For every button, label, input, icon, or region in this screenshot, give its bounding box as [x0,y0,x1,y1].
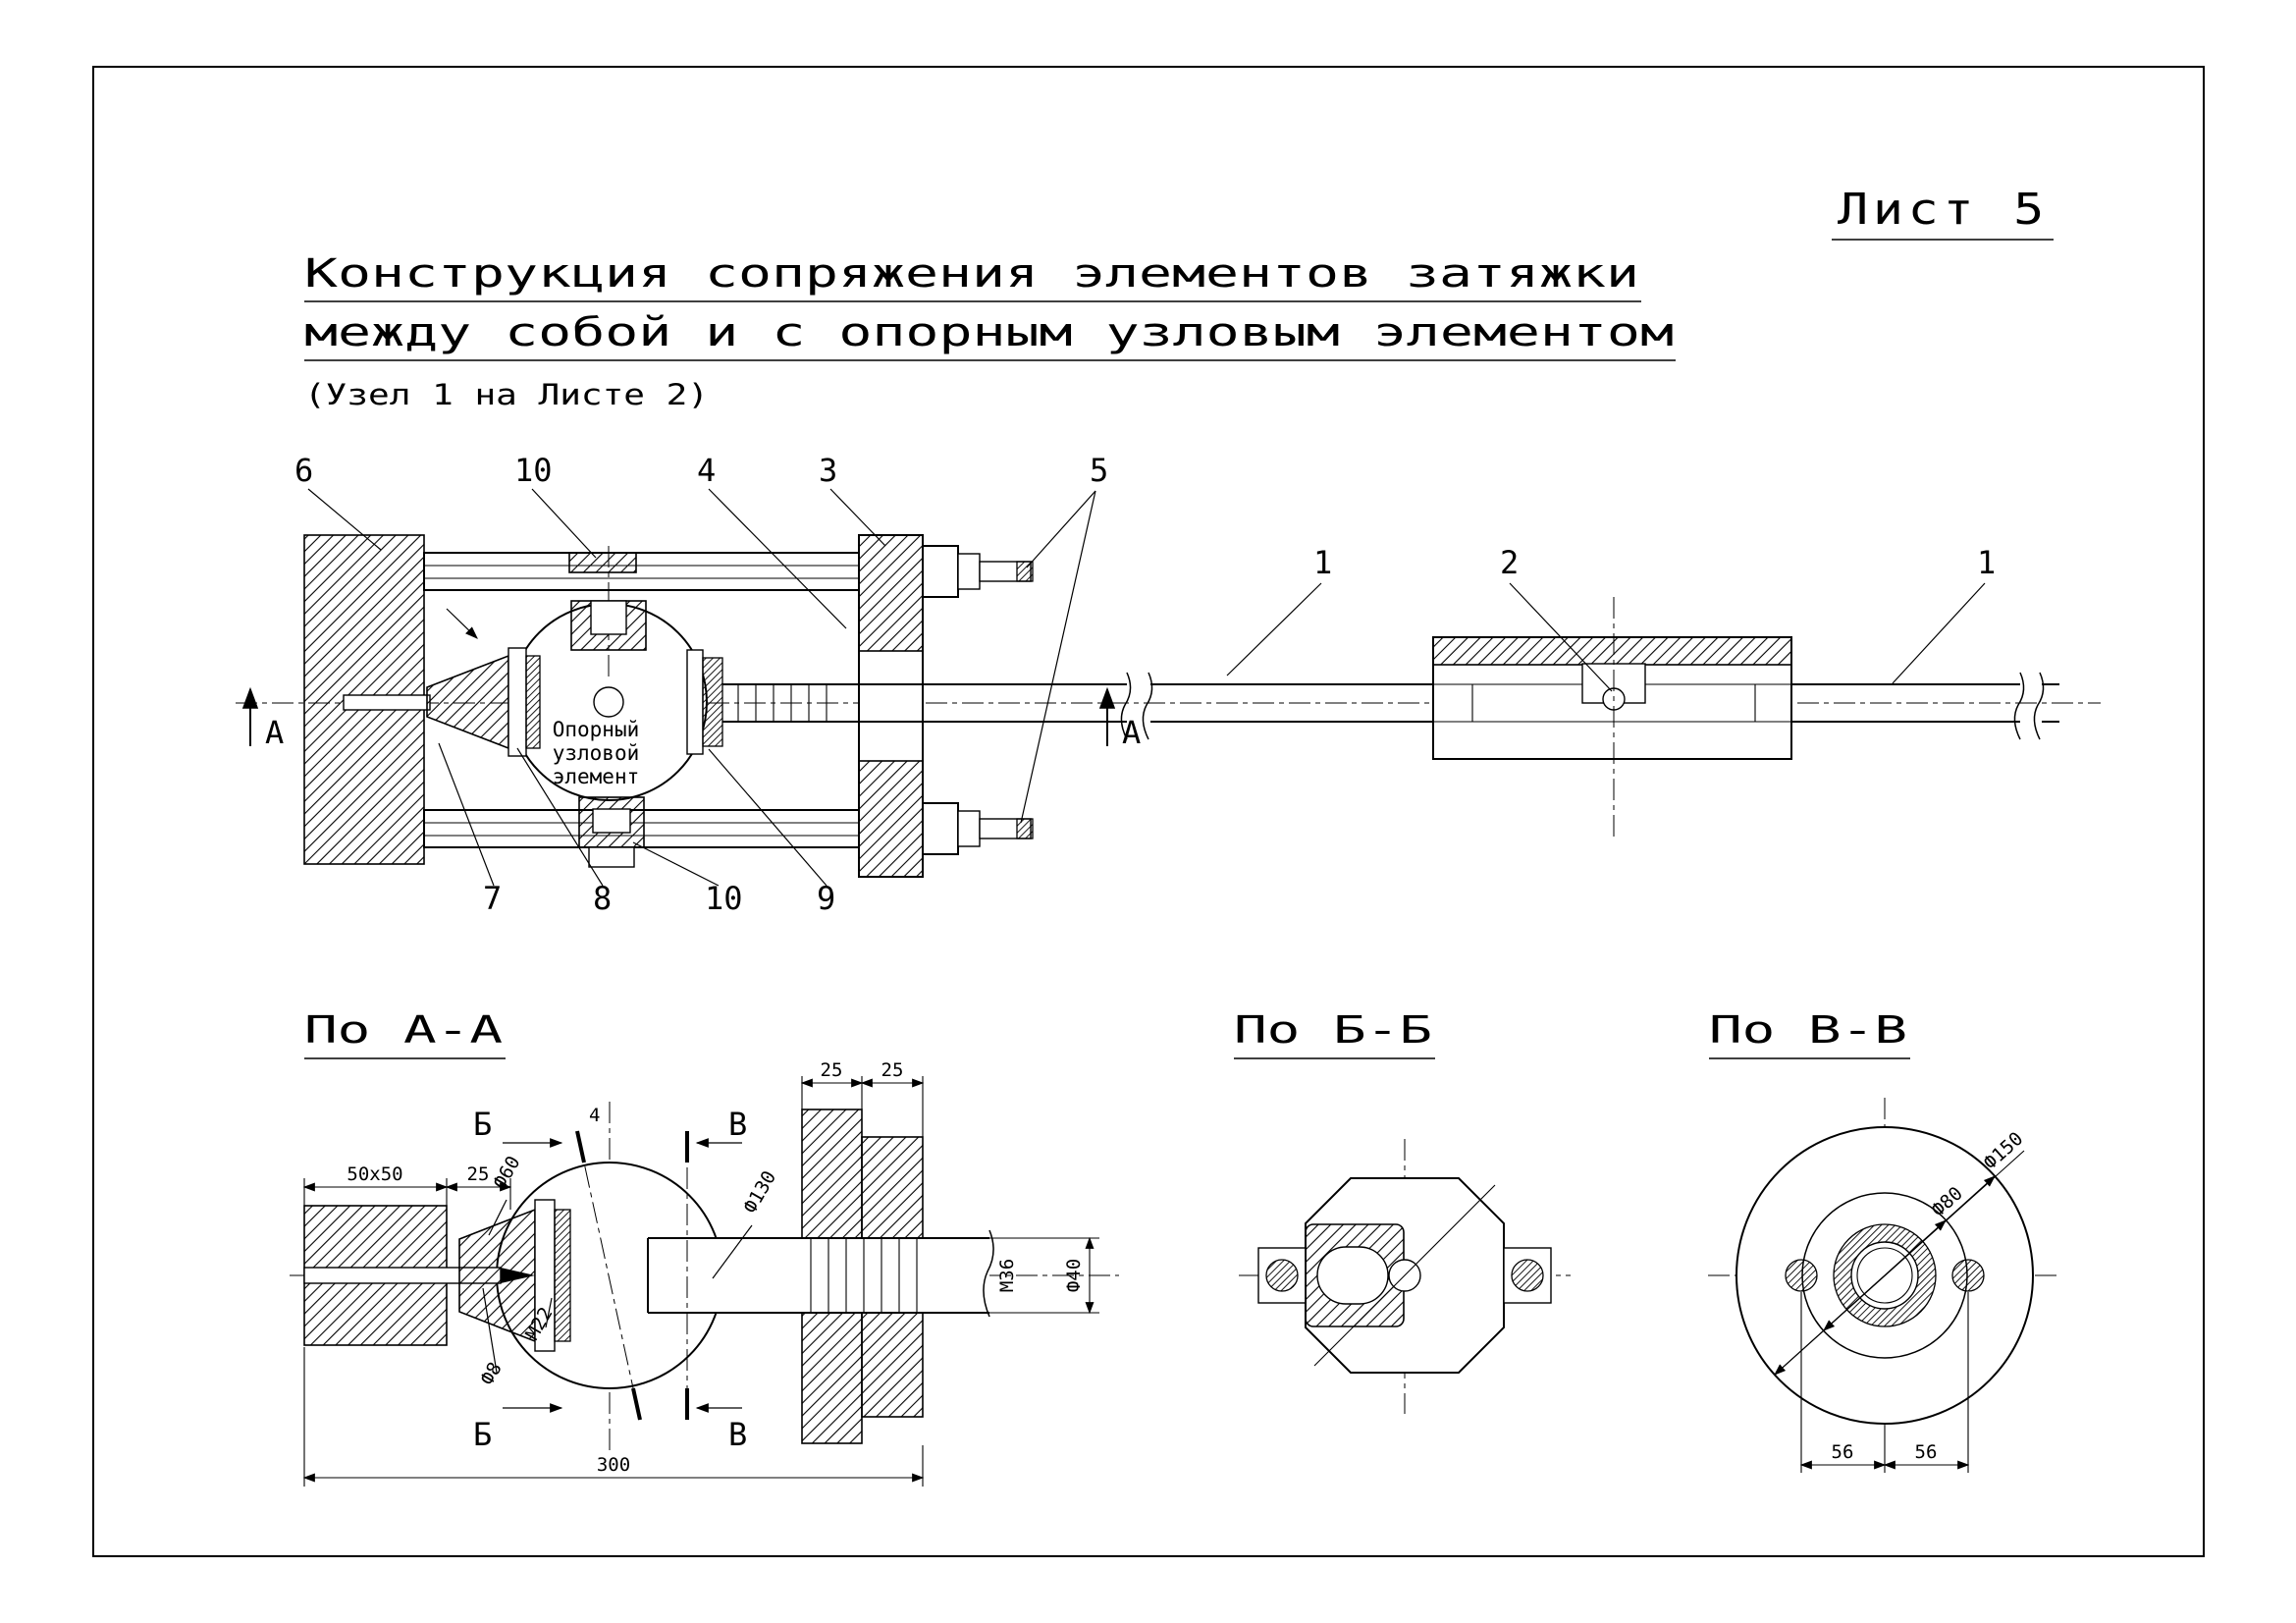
section-a-label-mid: А [1122,714,1141,751]
callout-6: 6 [294,452,313,489]
vv-right-bolt-hole [1951,1259,1985,1292]
callout-9: 9 [817,880,835,917]
aa-wedge-cone [458,1199,571,1352]
callout-8: 8 [593,880,612,917]
callout-5: 5 [1090,452,1108,489]
callout-2: 2 [1500,544,1519,581]
section-vv-view: По В-В Ф80 Ф150 56 56 [1708,1008,2061,1473]
section-a-label-left: А [265,714,284,751]
top-washer-notch [570,600,647,651]
vv-bore-circle [1856,1247,1913,1304]
vv-dim-56-right: 56 [1915,1441,1938,1463]
bb-diagonal-line [1313,1184,1496,1367]
section-a-markers: А А [241,686,1141,751]
rod-thread-ticks [737,684,828,722]
sheet-frame [92,66,2205,1557]
anchor-rod [343,694,431,711]
bottom-washer-notch [578,796,645,868]
section-aa-view: По А-А [290,1008,1119,1487]
support-node: Опорный узловой элемент [509,546,708,868]
drawing-title-line1: Конструкция сопряжения элементов затяжки [304,251,1639,297]
callout-3: 3 [819,452,837,489]
vv-bottom-dimensions: 56 56 [1799,1292,1970,1473]
aa-dim-f60: Ф60 [489,1153,524,1193]
top-bar-washer [568,552,637,573]
aa-dim-f8: Ф8 [476,1359,506,1389]
tie-rod [722,672,1433,740]
aa-dim-300: 300 [597,1454,630,1476]
callout-10-bottom: 10 [705,880,743,917]
bb-right-bolt-hole [1511,1259,1544,1292]
aa-marker-b-top: Б [473,1106,492,1143]
callout-1-right: 1 [1977,544,1996,581]
callouts: 6 10 4 3 5 1 2 1 7 8 10 9 [294,452,1996,917]
main-assembly-view: Опорный узловой элемент [236,452,2101,917]
bottom-nut-assembly [922,802,1034,855]
drawing-title-line2: между собой и с опорным узловым элементо… [304,310,1674,355]
drawing-note: (Узел 1 на Листе 2) [304,378,709,411]
flange-plate [858,534,924,878]
view-aa-title: По А-А [304,1008,503,1052]
cone-pointer-arrow [446,608,478,639]
aa-dim-25-left: 25 [467,1163,490,1185]
vv-dim-f150: Ф150 [1980,1128,2028,1174]
section-bb-view: По Б-Б [1234,1008,1571,1414]
callout-10-top: 10 [514,452,553,489]
header: Лист 5 Конструкция сопряжения элементов … [304,185,2054,411]
node-label-line2: узловой [553,741,640,765]
callout-7: 7 [483,880,502,917]
aa-marker-b-bottom: Б [473,1416,492,1453]
view-bb-title: По Б-Б [1234,1008,1432,1052]
aa-marker-v-top: В [728,1106,747,1143]
rod-break-left [1120,672,1132,740]
aa-dim-50x50: 50x50 [347,1163,402,1185]
rod-break-right [1142,672,1153,740]
callout-1-left: 1 [1313,544,1332,581]
right-rod [1791,672,2059,740]
top-tie-bar [423,552,860,591]
node-label-line1: Опорный [553,718,640,741]
aa-cut-line-b: Б Б 4 [473,1105,642,1453]
coupling [1432,597,1792,839]
aa-dim-f40: Ф40 [1063,1259,1085,1292]
wedge-cone-assembly [426,608,541,757]
aa-cut-line-v: В В [685,1106,747,1453]
aa-bolt [647,1229,994,1318]
aa-dimensions: 50x50 25 25 25 Ф60 Ф130 М22 Ф8 М36 Ф40 [302,1059,1099,1487]
aa-dim-m36: М36 [996,1259,1018,1292]
bb-left-bolt-hole [1265,1259,1299,1292]
aa-dim-25-plate2: 25 [881,1059,904,1081]
vv-dim-56-left: 56 [1832,1441,1854,1463]
aa-dim-f130: Ф130 [739,1167,780,1217]
node-label-line3: элемент [553,765,640,788]
aa-bolt-break [983,1229,994,1318]
sheet-number-label: Лист 5 [1838,185,2049,235]
right-washer-stack [686,649,723,755]
vv-left-bolt-hole [1785,1259,1818,1292]
view-vv-title: По В-В [1709,1008,1907,1052]
top-nut-assembly [922,545,1034,598]
aa-bolt-threads [810,1238,918,1313]
aa-dim-25-plate1: 25 [821,1059,843,1081]
callout-4: 4 [697,452,716,489]
node-center-hole [593,686,624,718]
aa-marker-v-bottom: В [728,1416,747,1453]
aa-angle-4: 4 [589,1105,600,1126]
